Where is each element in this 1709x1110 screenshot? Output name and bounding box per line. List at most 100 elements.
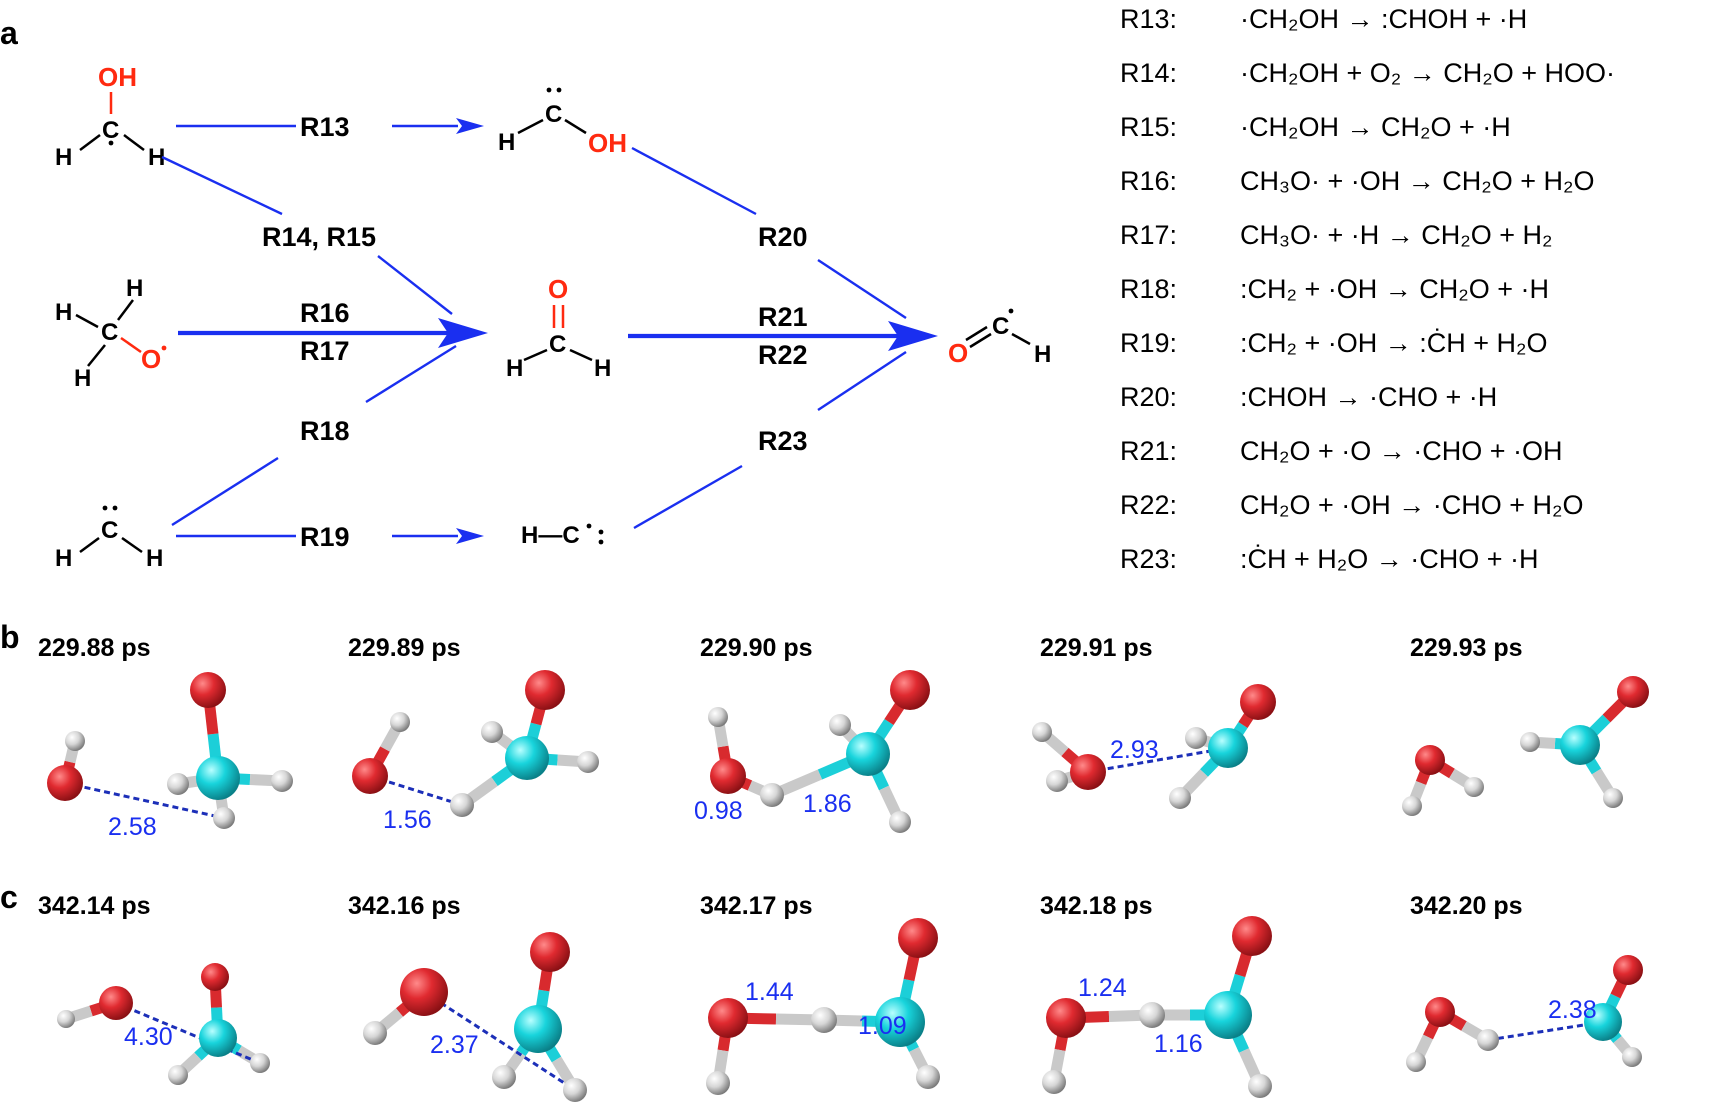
hydrogen-atom (390, 712, 410, 732)
path-label-r16: R16 (300, 298, 350, 328)
atom-label: O (948, 338, 968, 368)
panel-label-b: b (0, 619, 20, 655)
bond (79, 536, 100, 554)
distance-label: 1.44 (745, 978, 794, 1006)
reaction-equation: :CH₂ + ·OH → :ĊH + H₂O (1240, 327, 1548, 358)
bond (79, 134, 101, 151)
hydrogen-atom (706, 1071, 730, 1095)
hydrogen-atom (563, 1078, 587, 1102)
snapshot-time: 229.88 ps (38, 634, 151, 662)
bond (569, 348, 593, 362)
atom-label: H (55, 545, 72, 572)
oxygen-atom (710, 758, 746, 794)
atom-label: H (594, 355, 611, 382)
path-label-r19: R19 (300, 522, 350, 552)
pathway-line (631, 146, 757, 216)
atom-label: C (101, 319, 118, 346)
bond (117, 299, 134, 321)
oxygen-atom (530, 932, 570, 972)
oxygen-atom (1232, 916, 1272, 956)
hydrogen-atom (829, 714, 851, 736)
carbon-atom (1584, 1003, 1622, 1041)
distance-label: 2.38 (1548, 996, 1597, 1024)
hydrogen-atom (450, 793, 474, 817)
snapshot-time: 229.91 ps (1040, 634, 1153, 662)
pathway-line (377, 255, 453, 315)
reaction-id: R21: (1120, 436, 1177, 466)
arrow-head (456, 118, 484, 134)
hydrogen-atom (167, 773, 189, 795)
hydrogen-atom (363, 1021, 387, 1045)
path-label-r20: R20 (758, 222, 808, 252)
hydrogen-atom (1402, 796, 1422, 816)
lone-pair-dot (102, 505, 108, 511)
distance-line (423, 990, 576, 1092)
lone-pair-dot (598, 539, 604, 545)
snapshot-time: 229.89 ps (348, 634, 461, 662)
pathway-line (817, 350, 907, 412)
hydrogen-atom (1406, 1052, 1426, 1072)
hydrogen-atom (889, 811, 911, 833)
hydrogen-atom (1520, 732, 1540, 752)
snapshot-time: 342.14 ps (38, 892, 151, 920)
radical-dot (108, 140, 114, 146)
reaction-id: R22: (1120, 490, 1177, 520)
pathway-line (171, 456, 279, 527)
radical-dot (586, 523, 592, 529)
reaction-id: R13: (1120, 4, 1177, 34)
oxygen-atom (898, 918, 938, 958)
hydrogen-atom (760, 783, 784, 807)
distance-label: 4.30 (124, 1023, 173, 1051)
hydrogen-atom (1032, 722, 1052, 742)
reaction-id: R18: (1120, 274, 1177, 304)
lone-pair-dot (546, 87, 552, 93)
reaction-equation: ·CH₂OH → CH₂O + ·H (1240, 112, 1511, 142)
atom-label: H (1034, 341, 1051, 368)
arrow-head (888, 321, 938, 351)
atom-label: H (506, 355, 523, 382)
radical-dot (161, 345, 167, 351)
distance-line (115, 1001, 261, 1065)
path-label-r22: R22 (758, 340, 808, 370)
hydrogen-atom (577, 751, 599, 773)
species-ch3o: H H C H O (55, 275, 167, 392)
hydrogen-atom (1046, 770, 1068, 792)
oxygen-atom (1046, 998, 1086, 1038)
reaction-equation: :ĊH + H₂O → ·CHO + ·H (1240, 543, 1539, 574)
snapshot-cell: 342.14 ps 4.30 (38, 892, 270, 1085)
hydrogen-atom (1622, 1047, 1642, 1067)
hydrogen-atom (168, 1065, 188, 1085)
reaction-id: R20: (1120, 382, 1177, 412)
distance-label: 0.98 (694, 797, 743, 825)
pathway-line (161, 155, 283, 216)
carbon-atom (505, 736, 549, 780)
hydrogen-atom (65, 731, 85, 751)
reaction-pathways: R13 R14, R15 R16 R17 R18 R19 R20 R21 R22… (161, 112, 938, 552)
carbon-atom (875, 997, 925, 1047)
reaction-id: R19: (1120, 328, 1177, 358)
species-ch2o: O C H H (506, 274, 611, 382)
oxygen-atom (99, 986, 133, 1020)
hydrogen-atom (1169, 787, 1191, 809)
pathway-line (817, 258, 907, 320)
oxygen-atom (47, 765, 83, 801)
snapshot-cell: 342.17 ps1.441.09 (700, 892, 940, 1095)
distance-label: 2.93 (1110, 736, 1159, 764)
snapshot-time: 342.20 ps (1410, 892, 1523, 920)
atom-label: C (549, 331, 566, 358)
oxygen-atom (190, 672, 226, 708)
reaction-equation: CH₃O· + ·H → CH₂O + H₂ (1240, 220, 1552, 250)
reaction-id: R14: (1120, 58, 1177, 88)
distance-label: 1.16 (1154, 1030, 1203, 1058)
bond (1011, 332, 1031, 346)
atom-label: H (74, 365, 91, 392)
atom-label: H—C (521, 522, 580, 549)
distance-line (64, 781, 225, 820)
reaction-id: R23: (1120, 544, 1177, 574)
hydrogen-atom (811, 1007, 837, 1033)
hydrogen-atom (1477, 1029, 1499, 1051)
snapshot-time: 342.16 ps (348, 892, 461, 920)
carbon-atom (199, 1019, 237, 1057)
hydrogen-atom (481, 721, 503, 743)
